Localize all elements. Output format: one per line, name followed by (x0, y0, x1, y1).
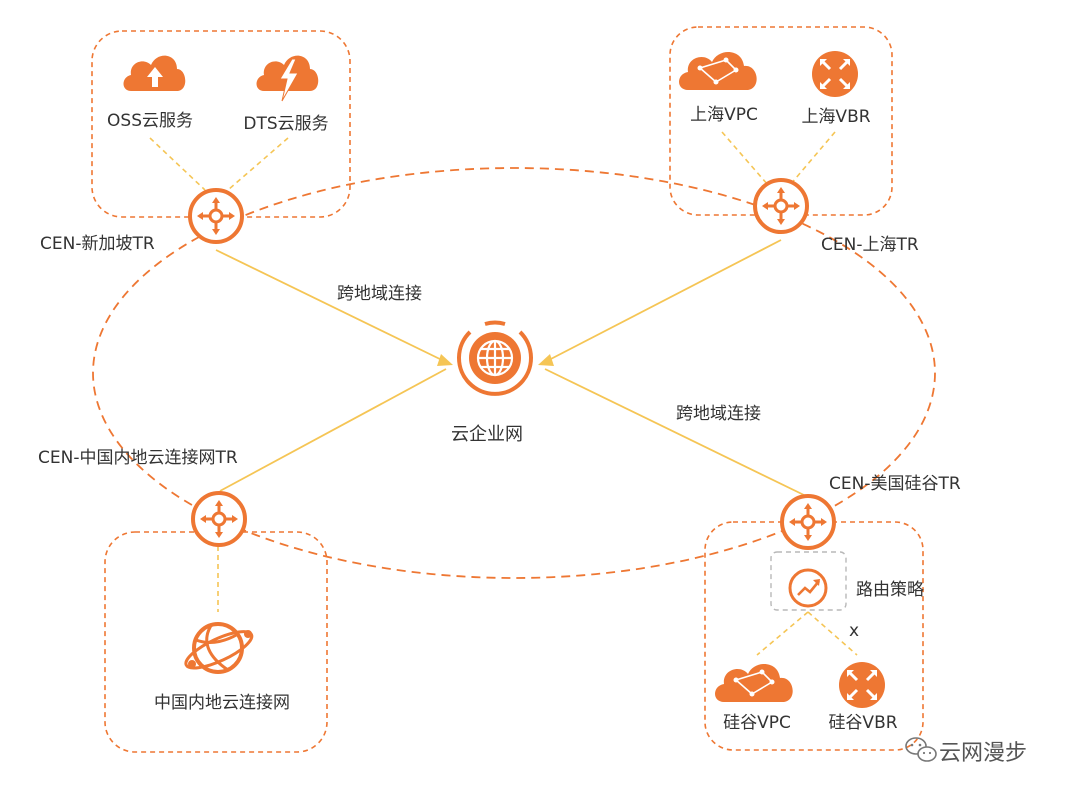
cen-ring (92, 167, 936, 579)
sv-vbr-label: 硅谷VBR (828, 713, 897, 733)
center-label: 云企业网 (451, 424, 523, 445)
sv-vpc-label: 硅谷VPC (723, 713, 791, 733)
router-icon-silicon-valley (780, 494, 836, 550)
china-network-label: 中国内地云连接网 (154, 693, 290, 713)
attachment-lines (149, 131, 858, 656)
router-icon-singapore (188, 188, 244, 244)
wechat-icon (905, 737, 937, 762)
dts-label: DTS云服务 (243, 114, 328, 134)
cross-region-links (215, 239, 807, 497)
oss-label: OSS云服务 (107, 111, 193, 131)
dts-cloud-icon (256, 55, 319, 102)
router-icon-china (191, 491, 247, 547)
router-label-shanghai: CEN-上海TR (821, 235, 919, 255)
link-label-bottom: 跨地域连接 (676, 404, 761, 424)
router-label-singapore: CEN-新加坡TR (40, 234, 155, 254)
router-label-china: CEN-中国内地云连接网TR (38, 448, 238, 468)
route-policy-label: 路由策略 (856, 580, 924, 600)
watermark-text: 云网漫步 (939, 741, 1027, 766)
globe-icon (457, 320, 533, 396)
sv-vpc-icon (714, 663, 794, 703)
link-arrowheads (437, 354, 554, 366)
link-label-top: 跨地域连接 (337, 284, 422, 304)
route-policy-icon (788, 568, 828, 608)
router-icon-shanghai (753, 178, 809, 234)
shanghai-vpc-label: 上海VPC (690, 105, 758, 125)
sv-vbr-icon (837, 660, 887, 710)
router-label-silicon-valley: CEN-美国硅谷TR (829, 474, 961, 494)
satellite-globe-icon (184, 622, 254, 674)
blocked-mark: x (849, 621, 859, 641)
route-policy-box (770, 551, 847, 611)
shanghai-vbr-label: 上海VBR (801, 107, 870, 127)
shanghai-vbr-icon (810, 49, 860, 99)
oss-cloud-icon (123, 55, 186, 91)
shanghai-vpc-icon (678, 51, 758, 91)
